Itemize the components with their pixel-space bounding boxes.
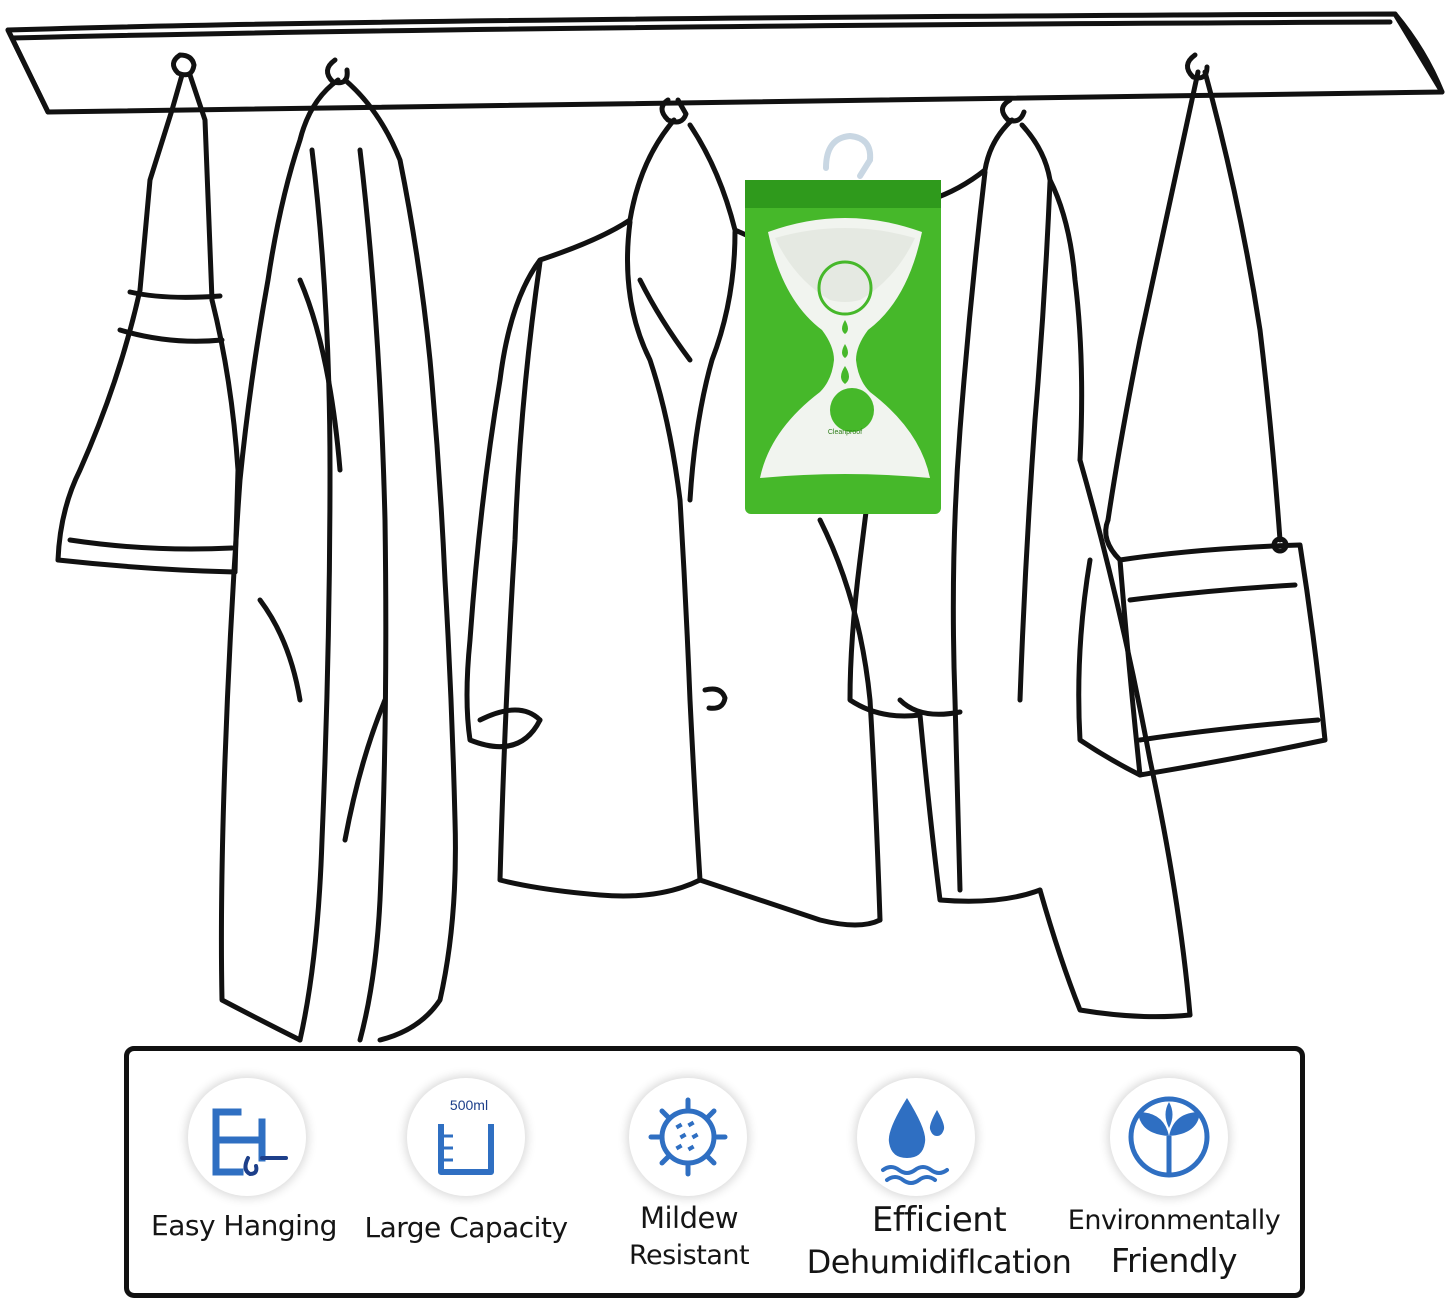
sprout-leaf-icon — [1110, 1078, 1228, 1196]
water-drop-icon — [857, 1078, 975, 1196]
feature-label-line: Friendly — [1110, 1241, 1238, 1280]
feature-label: Efficient Dehumidiflcation — [789, 1199, 1089, 1283]
feature-label: Easy Hanging — [129, 1209, 359, 1242]
hanging-blazer-sketch — [464, 117, 883, 928]
hanging-shoulder-bag-sketch — [1076, 69, 1328, 778]
feature-label-line: Efficient — [871, 1200, 1007, 1240]
closet-sketch-illustration: Cleanproof — [5, 11, 1445, 1043]
feature-mildew-resistant: Mildew Resistant — [589, 1051, 789, 1293]
hanging-long-coat-sketch — [218, 77, 458, 1043]
feature-large-capacity: 500ml Large Capacity — [351, 1051, 581, 1293]
hanger-hook-icon — [188, 1078, 306, 1196]
feature-label-line: Large Capacity — [364, 1211, 568, 1244]
feature-environmentally-friendly: Environmentally Friendly — [1044, 1051, 1304, 1293]
feature-label-line: Easy Hanging — [151, 1209, 337, 1242]
rail-hooks — [171, 52, 1210, 125]
clothes-rail — [5, 11, 1445, 115]
feature-label: Environmentally Friendly — [1044, 1201, 1304, 1281]
capacity-value-label: 500ml — [450, 1097, 488, 1113]
mildew-resistant-icon — [629, 1078, 747, 1196]
feature-label: Mildew Resistant — [589, 1199, 789, 1275]
pouch-brand-label: Cleanproof — [828, 429, 862, 436]
feature-label: Large Capacity — [351, 1211, 581, 1244]
features-panel: Easy Hanging 500ml Large Capacity — [124, 1046, 1305, 1298]
feature-label-line: Resistant — [628, 1240, 750, 1271]
measuring-cup-icon: 500ml — [407, 1078, 525, 1196]
hanging-cap-sketch — [55, 72, 241, 575]
feature-label-line: Dehumidiflcation — [806, 1243, 1072, 1281]
feature-efficient-dehumidification: Efficient Dehumidiflcation — [789, 1051, 1089, 1293]
feature-easy-hanging: Easy Hanging — [129, 1051, 359, 1293]
pouch-hanger-icon — [797, 132, 903, 189]
feature-label-line: Mildew — [639, 1201, 739, 1235]
dehumidifier-pouch: Cleanproof — [745, 132, 941, 514]
feature-label-line: Environmentally — [1067, 1205, 1281, 1236]
